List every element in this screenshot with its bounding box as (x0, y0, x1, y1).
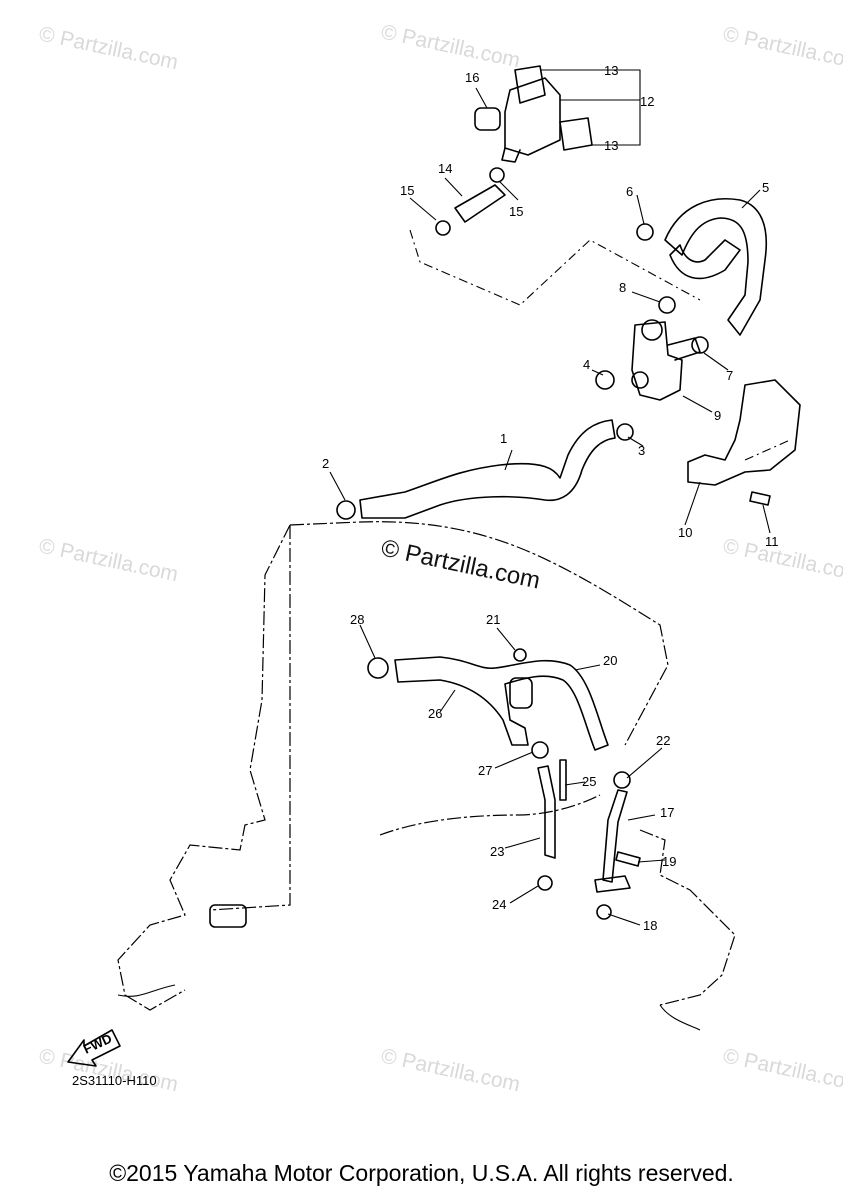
callout-14: 14 (438, 161, 452, 176)
watermark-text: © Partzilla.com (721, 22, 843, 74)
callout-15: 15 (400, 183, 414, 198)
callout-3: 3 (638, 443, 645, 458)
copyright-notice: ©2015 Yamaha Motor Corporation, U.S.A. A… (109, 1160, 734, 1186)
callout-6: 6 (626, 184, 633, 199)
callout-numbers: 1 2 3 4 5 6 7 8 9 10 11 12 13 13 14 15 1… (322, 63, 779, 933)
watermark-text: © Partzilla.com (379, 20, 522, 72)
part-23-pipe (537, 765, 556, 891)
callout-13: 13 (604, 63, 618, 78)
callout-11: 11 (765, 534, 779, 549)
watermark-text: © Partzilla.com (37, 534, 180, 586)
part-5-hose (664, 198, 767, 336)
callout-24: 24 (492, 897, 506, 912)
part-12-reed-valve-cover (501, 65, 593, 163)
part-19-bolt (615, 851, 641, 867)
watermark-text: © Partzilla.com (379, 1044, 522, 1096)
part-8-clamp (658, 296, 676, 314)
diagram-code: 2S31110-H110 (72, 1073, 157, 1088)
callout-27: 27 (478, 763, 492, 778)
callout-21: 21 (486, 612, 500, 627)
callout-28: 28 (350, 612, 364, 627)
part-6-clamp (636, 223, 654, 241)
callout-20: 20 (603, 653, 617, 668)
callout-17: 17 (660, 805, 674, 820)
part-22-clamp (613, 771, 631, 789)
callout-2: 2 (322, 456, 329, 471)
callout-23: 23 (490, 844, 504, 859)
callout-22: 22 (656, 733, 670, 748)
watermark-center-text: © Partzilla.com (379, 534, 543, 594)
part-27-clamp (531, 741, 549, 759)
part-3-clamp (616, 423, 634, 441)
callout-18: 18 (643, 918, 657, 933)
part-9-air-cut-valve (631, 319, 701, 401)
part-11-bolt (749, 491, 771, 506)
watermark-layer: © Partzilla.com © Partzilla.com © Partzi… (37, 20, 843, 1096)
watermark-text: © Partzilla.com (721, 1044, 843, 1096)
part-16-cap (474, 107, 501, 131)
callout-10: 10 (678, 525, 692, 540)
part-17-pipe (594, 789, 631, 920)
part-25-bolt (559, 759, 567, 801)
callout-9: 9 (714, 408, 721, 423)
engine-port-plug (209, 904, 247, 928)
part-1-hose (359, 419, 616, 519)
callout-15b: 15 (509, 204, 523, 219)
callout-8: 8 (619, 280, 626, 295)
part-14-hose (435, 167, 506, 236)
leader-lines (329, 69, 771, 926)
part-2-clamp (336, 500, 356, 520)
callout-13b: 13 (604, 138, 618, 153)
callout-19: 19 (662, 854, 676, 869)
callout-5: 5 (762, 180, 769, 195)
watermark-text: © Partzilla.com (721, 534, 843, 586)
callout-1: 1 (500, 431, 507, 446)
callout-7: 7 (726, 368, 733, 383)
part-20-hose (394, 656, 609, 751)
part-4-clamp (595, 370, 615, 390)
part-7-clamp (691, 336, 709, 354)
engine-outline (117, 521, 736, 1031)
part-28-clamp (367, 657, 389, 679)
callout-26: 26 (428, 706, 442, 721)
callout-16: 16 (465, 70, 479, 85)
watermark-text: © Partzilla.com (37, 22, 180, 74)
fwd-label: FWD (81, 1031, 114, 1057)
callout-25: 25 (582, 774, 596, 789)
relation-lines (409, 229, 791, 461)
callout-12: 12 (640, 94, 654, 109)
part-21-clip (513, 648, 527, 662)
callout-4: 4 (583, 357, 590, 372)
part-10-bracket (687, 379, 801, 486)
